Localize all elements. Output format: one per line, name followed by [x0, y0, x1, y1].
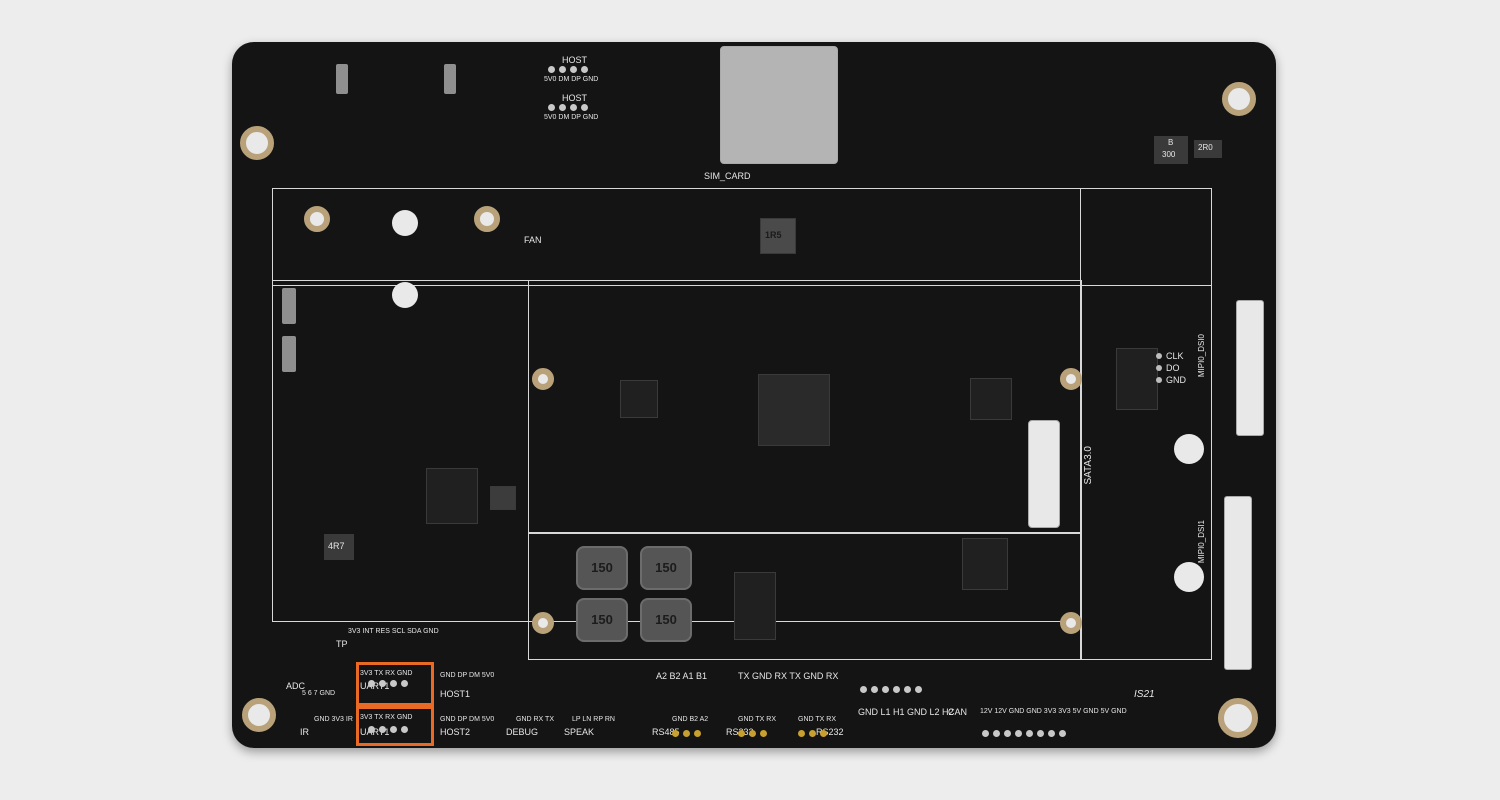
debug-label: DEBUG [506, 727, 539, 737]
gnd-right-label: GND [1166, 375, 1186, 385]
inductor-150-d: 150 [640, 598, 692, 642]
host1-label: HOST1 [440, 689, 471, 699]
host-bottom-header [548, 104, 588, 111]
sata-connector[interactable] [1028, 420, 1060, 528]
pins-host2: GND DP DM 5V0 [440, 716, 495, 723]
chip-clock [1116, 348, 1158, 410]
inductor-1r5: 1R5 [760, 218, 796, 254]
speak-label: SPEAK [564, 727, 595, 737]
uart1-bottom-label: UART1 [360, 727, 390, 737]
sim-card-slot[interactable] [720, 46, 838, 164]
can-label: CAN [948, 707, 968, 717]
part-4r7: 4R7 [324, 534, 354, 560]
chip-sata-controller [758, 374, 830, 446]
uart1-highlight-top [356, 662, 434, 706]
module-outline-top [272, 188, 1212, 286]
rs485-terminal[interactable] [672, 730, 701, 737]
adc-label: ADC [286, 681, 306, 691]
pins-tp: 3V3 INT RES SCL SDA GND [348, 628, 439, 635]
power-header[interactable] [982, 730, 1066, 737]
module-outline-lower [528, 532, 1082, 660]
rs232-b-terminal[interactable] [798, 730, 827, 737]
mounting-hole-mid-4 [1060, 368, 1082, 390]
pins-debug: GND RX TX [516, 716, 554, 723]
uart1-highlight-bottom [356, 706, 434, 746]
board-mark: IS21 [1134, 689, 1155, 700]
sata-label: SATA3.0 [1083, 446, 1094, 485]
mounting-hole-mid-1 [304, 206, 330, 232]
mipi-dsi1-label: MIPI0_DSI1 [1197, 520, 1206, 564]
chip-crystal [490, 486, 516, 510]
mounting-hole-mid-6 [1060, 612, 1082, 634]
module-outline-inner [528, 280, 1082, 534]
mounting-hole-bottom-left [242, 698, 276, 732]
circuit-board: HOST 5V0 DM DP GND HOST 5V0 DM DP GND SI… [232, 42, 1276, 748]
pad-4 [282, 336, 296, 372]
hole-4 [1174, 562, 1204, 592]
inductor-150-c: 150 [576, 598, 628, 642]
mounting-hole-bottom-right [1218, 698, 1258, 738]
mounting-hole-top-right [1222, 82, 1256, 116]
pins-power: 12V 12V GND GND 3V3 3V3 5V GND 5V GND [980, 708, 1127, 715]
part-b300: B 300 [1154, 136, 1188, 164]
hole-2 [392, 282, 418, 308]
hole-3 [1174, 434, 1204, 464]
do-pin [1156, 365, 1162, 371]
pins-can: GND L1 H1 GND L2 H2 [858, 707, 954, 717]
uart1-bottom-header[interactable] [368, 726, 408, 733]
inductor-150-b: 150 [640, 546, 692, 590]
chip-audio [426, 468, 478, 524]
ir-label: IR [300, 727, 309, 737]
pins-uart-bottom: 3V3 TX RX GND [360, 714, 413, 721]
pins-speak: LP LN RP RN [572, 716, 615, 723]
pins-rs232-a: GND TX RX [738, 716, 776, 723]
mounting-hole-top-left [240, 126, 274, 160]
chip-usb-hub [620, 380, 658, 418]
chip-ethernet [970, 378, 1012, 420]
clk-label: CLK [1166, 351, 1184, 361]
pad-2 [444, 64, 456, 94]
host-bottom-label: HOST [562, 93, 588, 103]
pins-host1: GND DP DM 5V0 [440, 672, 495, 679]
pins-rs485-top: A2 B2 A1 B1 [656, 671, 708, 681]
rs232-a-terminal[interactable] [738, 730, 767, 737]
host2-label: HOST2 [440, 727, 471, 737]
rs232-b-label: RS232 [816, 727, 844, 737]
pad-3 [282, 288, 296, 324]
inductor-150-a: 150 [576, 546, 628, 590]
mounting-hole-mid-2 [474, 206, 500, 232]
pins-rs232-b: GND TX RX [798, 716, 836, 723]
part-2r0: 2R0 [1194, 140, 1222, 158]
mounting-hole-mid-3 [532, 368, 554, 390]
pins-rs485-bottom: GND B2 A2 [672, 716, 709, 723]
do-label: DO [1166, 363, 1180, 373]
uart1-top-header[interactable] [368, 680, 408, 687]
hole-1 [392, 210, 418, 236]
tp-label: TP [336, 639, 348, 649]
fan-label: FAN [524, 235, 542, 245]
pins-ir: GND 3V3 IR [314, 716, 353, 723]
host-bottom-pins: 5V0 DM DP GND [544, 114, 599, 121]
module-outline-right [1080, 188, 1212, 660]
chip-driver [734, 572, 776, 640]
pins-rs232-top: TX GND RX TX GND RX [738, 671, 839, 681]
mipi-dsi0-connector[interactable] [1236, 300, 1264, 436]
uart1-top-label: UART1 [360, 681, 390, 691]
host-top-label: HOST [562, 55, 588, 65]
gnd-pin [1156, 377, 1162, 383]
sim-card-label: SIM_CARD [704, 171, 751, 181]
host-top-pins: 5V0 DM DP GND [544, 76, 599, 83]
host-top-header [548, 66, 588, 73]
clk-pin [1156, 353, 1162, 359]
pins-adc: 5 6 7 GND [302, 690, 336, 697]
mounting-hole-mid-5 [532, 612, 554, 634]
chip-rs232 [962, 538, 1008, 590]
pins-uart-top: 3V3 TX RX GND [360, 670, 413, 677]
pad-1 [336, 64, 348, 94]
rs485-label: RS485 [652, 727, 680, 737]
mipi-dsi1-connector[interactable] [1224, 496, 1252, 670]
can-terminal[interactable] [860, 686, 922, 693]
mipi-dsi0-label: MIPI0_DSI0 [1197, 334, 1206, 378]
